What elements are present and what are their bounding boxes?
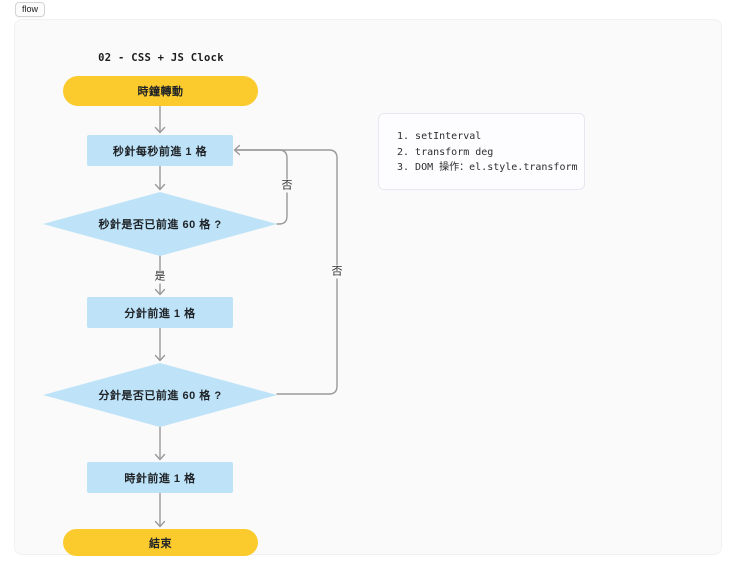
arrowhead-down-3 <box>154 288 166 296</box>
node-minutes-step: 分針前進 1 格 <box>87 297 233 328</box>
edge-label-no-seconds: 否 <box>279 179 295 193</box>
arrowhead-down-5 <box>154 453 166 461</box>
arrowhead-down-6 <box>154 520 166 528</box>
note-line-3: 3. DOM 操作：el.style.transform <box>397 162 578 173</box>
arrowhead-down-2 <box>154 183 166 191</box>
node-minutes-decision: 分針是否已前進 60 格 ? <box>98 390 222 402</box>
arrowhead-down-4 <box>154 354 166 362</box>
note-line-2: 2. transform deg <box>397 146 494 158</box>
node-start: 時鐘轉動 <box>63 76 258 106</box>
edge-label-yes: 是 <box>152 270 168 284</box>
diagram-title: 02 - CSS + JS Clock <box>98 52 224 64</box>
note-line-1: 1. setInterval <box>397 131 482 142</box>
node-end: 結束 <box>63 529 258 556</box>
node-hours-step: 時針前進 1 格 <box>87 462 233 493</box>
tab-flow[interactable]: flow <box>15 2 46 17</box>
implementation-note: 1. setInterval 2. transform deg 3. DOM 操… <box>378 113 585 190</box>
arrowhead-down-1 <box>154 126 166 134</box>
arrowhead-left-loop <box>233 144 241 156</box>
edge-label-no-minutes: 否 <box>329 265 345 279</box>
node-seconds-decision: 秒針是否已前進 60 格 ? <box>98 219 222 231</box>
diagram-panel: 02 - CSS + JS Clock <box>14 19 722 556</box>
node-seconds-step: 秒針每秒前進 1 格 <box>87 135 233 166</box>
